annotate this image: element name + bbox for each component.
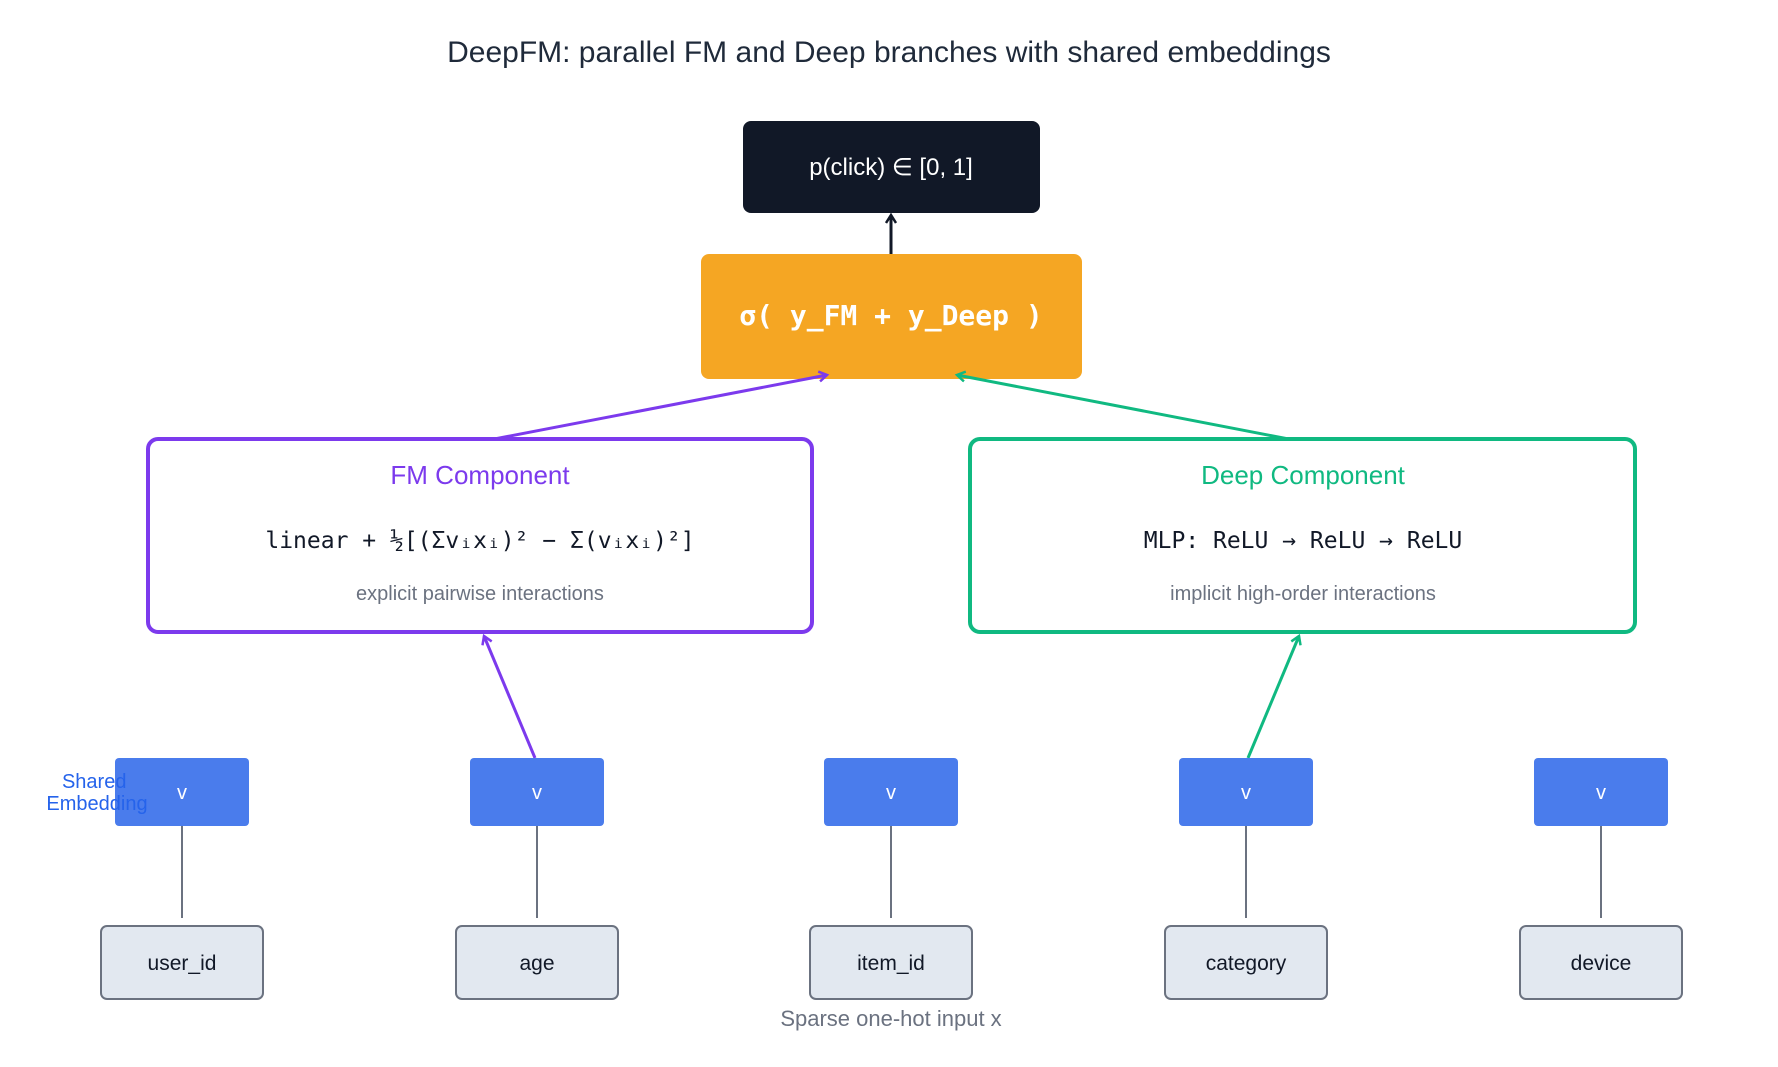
- arrow-deep-to-sigmoid: [957, 375, 1300, 443]
- shared-embedding-line-1: Shared: [62, 771, 127, 793]
- deep-component-title: Deep Component: [1201, 460, 1406, 490]
- feature-columns: v user_id v age v item_id v category v device: [100, 758, 1683, 1000]
- shared-embedding-line-2: Embedding: [46, 793, 147, 815]
- arrow-fm-to-sigmoid: [483, 375, 827, 443]
- arrow-embedding-to-deep: [1246, 636, 1299, 759]
- feature-label: item_id: [857, 952, 925, 975]
- deep-component: Deep Component MLP: ReLU → ReLU → ReLU i…: [968, 437, 1637, 634]
- embedding-node: v: [470, 758, 604, 826]
- feature-column: v item_id: [809, 758, 973, 1000]
- diagram-title: DeepFM: parallel FM and Deep branches wi…: [447, 36, 1331, 69]
- output-label: p(click) ∈ [0, 1]: [809, 154, 973, 181]
- fm-component-title: FM Component: [390, 460, 570, 490]
- deep-component-description: implicit high-order interactions: [1170, 583, 1436, 605]
- embedding-label: v: [1241, 782, 1251, 804]
- embedding-node: v: [115, 758, 249, 826]
- output-node: p(click) ∈ [0, 1]: [743, 121, 1040, 213]
- feature-label: category: [1206, 952, 1287, 975]
- embedding-node: v: [1179, 758, 1313, 826]
- sigmoid-node: σ( y_FM + y_Deep ): [701, 254, 1082, 379]
- feature-node: category: [1164, 925, 1328, 1000]
- feature-label: user_id: [148, 952, 217, 975]
- feature-label: age: [519, 952, 554, 975]
- deep-component-formula: MLP: ReLU → ReLU → ReLU: [1144, 528, 1463, 554]
- feature-label: device: [1571, 952, 1632, 975]
- input-caption: Sparse one-hot input x: [780, 1006, 1001, 1031]
- feature-node: device: [1519, 925, 1683, 1000]
- fm-component-formula: linear + ½[(Σvᵢxᵢ)² − Σ(vᵢxᵢ)²]: [265, 528, 694, 554]
- embedding-label: v: [886, 782, 896, 804]
- feature-column: v category: [1164, 758, 1328, 1000]
- shared-embedding-label: Shared Embedding: [46, 771, 147, 815]
- fm-component-description: explicit pairwise interactions: [356, 583, 604, 605]
- feature-node: user_id: [100, 925, 264, 1000]
- feature-column: v device: [1519, 758, 1683, 1000]
- feature-node: item_id: [809, 925, 973, 1000]
- sigmoid-formula: σ( y_FM + y_Deep ): [739, 299, 1042, 332]
- feature-node: age: [455, 925, 619, 1000]
- feature-column: v user_id: [100, 758, 264, 1000]
- arrow-embedding-to-fm: [484, 636, 537, 759]
- embedding-label: v: [177, 782, 187, 804]
- embedding-label: v: [1596, 782, 1606, 804]
- embedding-node: v: [1534, 758, 1668, 826]
- feature-column: v age: [455, 758, 619, 1000]
- embedding-label: v: [532, 782, 542, 804]
- embedding-node: v: [824, 758, 958, 826]
- fm-component: FM Component linear + ½[(Σvᵢxᵢ)² − Σ(vᵢx…: [146, 437, 814, 634]
